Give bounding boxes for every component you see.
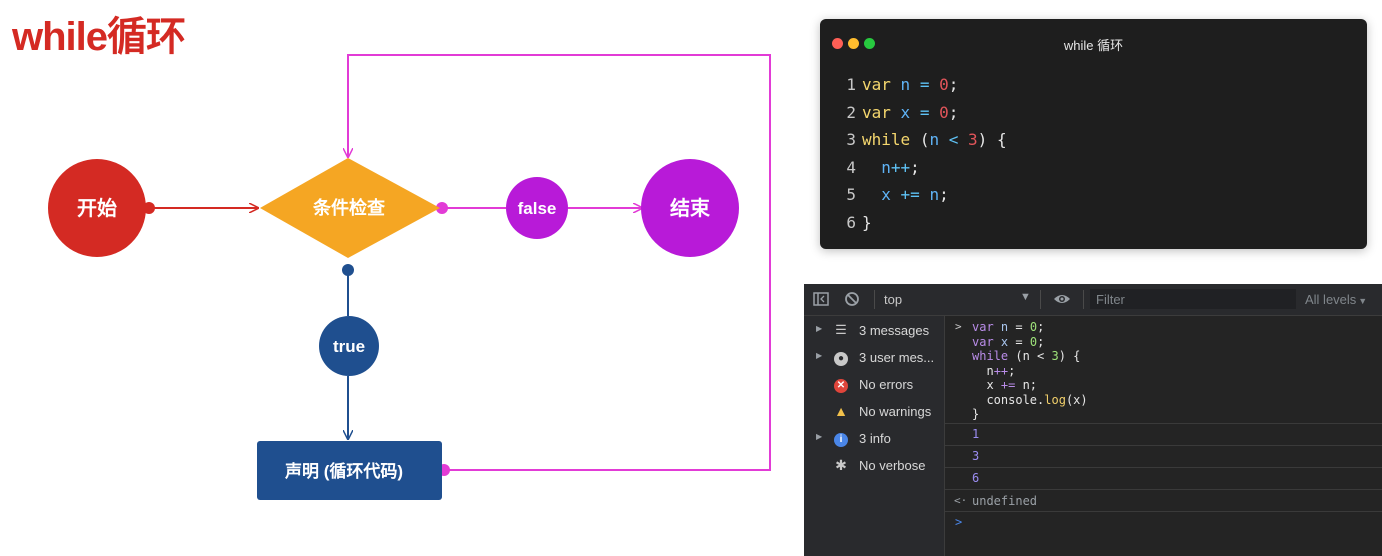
toolbar-divider bbox=[874, 290, 875, 309]
start-node: 开始 bbox=[48, 159, 146, 257]
sidebar-item-verbose[interactable]: ✱ No verbose bbox=[804, 453, 944, 479]
end-node: 结束 bbox=[641, 159, 739, 257]
list-icon: ☰ bbox=[835, 322, 847, 337]
console-log: > var n = 0; var x = 0; while (n < 3) { … bbox=[945, 316, 1382, 556]
sidebar-item-errors[interactable]: ✕ No errors bbox=[804, 372, 944, 398]
sidebar-item-label: No verbose bbox=[859, 458, 926, 473]
code-line: 4 n++; bbox=[846, 157, 920, 177]
error-icon: ✕ bbox=[833, 376, 849, 393]
sidebar-item-messages[interactable]: ▶ ☰ 3 messages bbox=[804, 318, 944, 344]
console-sidebar: ▶ ☰ 3 messages ▶ ● 3 user mes... ✕ No er… bbox=[804, 316, 945, 556]
expand-arrow-icon[interactable]: ▶ bbox=[816, 351, 823, 360]
page-title: while循环 bbox=[12, 15, 186, 59]
log-output-row: 3 bbox=[945, 445, 1382, 468]
close-dot-icon[interactable] bbox=[832, 38, 843, 49]
window-controls bbox=[832, 36, 880, 54]
sidebar-item-label: 3 info bbox=[859, 431, 891, 446]
code-window-title: while 循环 bbox=[1063, 38, 1124, 53]
expand-arrow-icon[interactable]: ▶ bbox=[816, 324, 823, 333]
body-node-label: 声明 (循环代码) bbox=[284, 461, 403, 481]
input-chevron-icon: > bbox=[955, 320, 962, 333]
return-arrow-icon: <· bbox=[954, 494, 968, 507]
context-dropdown-icon[interactable]: ▼ bbox=[1020, 291, 1031, 303]
prompt-chevron-icon: > bbox=[955, 515, 963, 529]
sidebar-item-info[interactable]: ▶ i 3 info bbox=[804, 426, 944, 452]
context-selector[interactable]: top bbox=[884, 292, 903, 307]
sidebar-item-label: No warnings bbox=[859, 404, 932, 419]
start-connector-dot bbox=[143, 202, 155, 214]
devtools-console: top ▼ Filter All levels▼ ▶ ☰ 3 messages … bbox=[804, 284, 1382, 556]
false-node-label: false bbox=[518, 199, 557, 218]
false-node: false bbox=[506, 177, 568, 239]
log-output-row: 6 bbox=[945, 467, 1382, 490]
maximize-dot-icon[interactable] bbox=[864, 38, 875, 49]
eye-icon[interactable] bbox=[1053, 291, 1071, 310]
condition-node: 条件检查 bbox=[260, 158, 440, 258]
flowchart: 开始 条件检查 false 结束 true 声明 (循环代码) bbox=[48, 54, 771, 500]
expand-arrow-icon[interactable]: ▶ bbox=[816, 432, 823, 441]
log-output-row: 1 bbox=[945, 423, 1382, 446]
end-node-label: 结束 bbox=[670, 196, 711, 220]
warning-icon: ▲ bbox=[834, 403, 848, 419]
sidebar-item-label: 3 messages bbox=[859, 323, 930, 338]
console-prompt[interactable]: > bbox=[945, 511, 1382, 534]
condition-node-label: 条件检查 bbox=[312, 197, 385, 218]
minimize-dot-icon[interactable] bbox=[848, 38, 859, 49]
bug-icon: ✱ bbox=[835, 457, 847, 473]
clear-console-icon[interactable] bbox=[844, 291, 860, 310]
info-icon: i bbox=[833, 430, 849, 447]
sidebar-item-warnings[interactable]: ▲ No warnings bbox=[804, 399, 944, 425]
sidebar-item-user-messages[interactable]: ▶ ● 3 user mes... bbox=[804, 345, 944, 371]
code-line: 6} bbox=[846, 212, 872, 232]
condition-false-dot bbox=[436, 202, 448, 214]
sidebar-item-label: No errors bbox=[859, 377, 914, 392]
user-icon: ● bbox=[833, 349, 849, 366]
true-node: true bbox=[319, 316, 379, 376]
filter-placeholder: Filter bbox=[1096, 292, 1125, 307]
return-value-row: <· undefined bbox=[945, 489, 1382, 512]
log-levels-dropdown[interactable]: All levels▼ bbox=[1305, 292, 1368, 307]
filter-input[interactable]: Filter bbox=[1090, 289, 1296, 309]
loop-back-connector bbox=[348, 54, 771, 471]
toolbar-divider bbox=[1083, 290, 1084, 309]
console-toolbar: top ▼ Filter All levels▼ bbox=[804, 284, 1382, 316]
start-node-label: 开始 bbox=[77, 196, 117, 220]
true-node-label: true bbox=[333, 337, 365, 356]
code-line: 5 x += n; bbox=[846, 185, 949, 204]
condition-true-dot bbox=[342, 264, 354, 276]
sidebar-toggle-icon[interactable] bbox=[813, 291, 829, 310]
toolbar-divider bbox=[1040, 290, 1041, 309]
sidebar-item-label: 3 user mes... bbox=[859, 350, 935, 365]
body-node: 声明 (循环代码) bbox=[257, 441, 442, 500]
